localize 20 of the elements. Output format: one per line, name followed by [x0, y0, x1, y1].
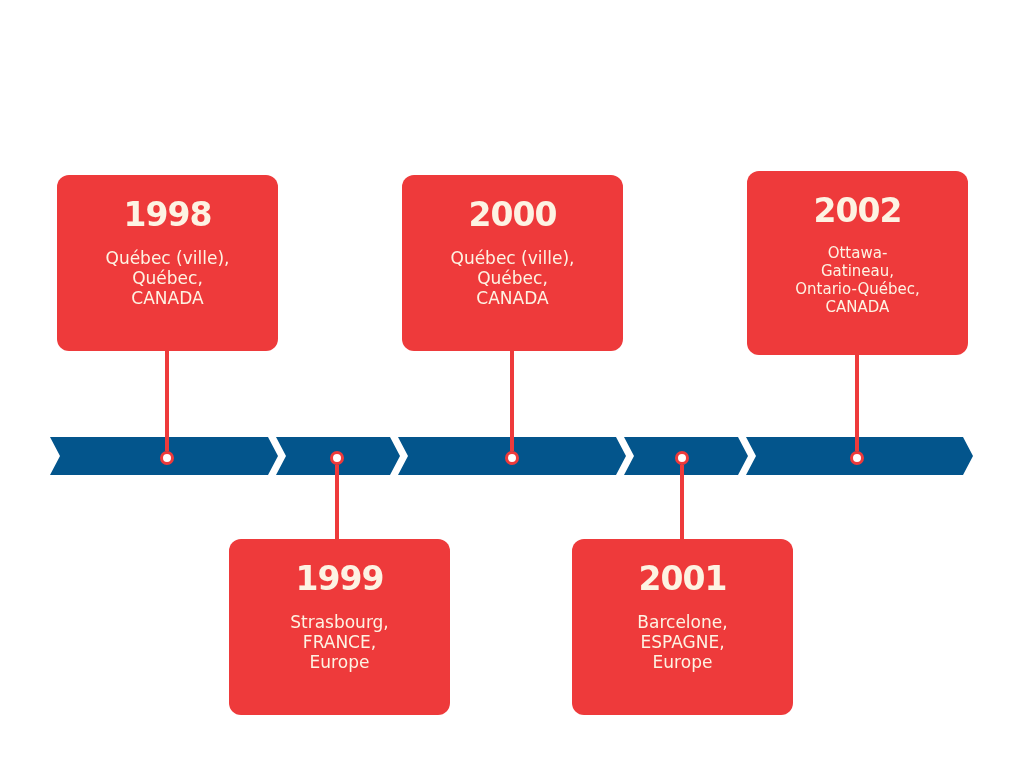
location-text: Ottawa-Gatineau, Ontario-Québec, CANADA: [794, 244, 921, 316]
year-label: 2000: [468, 195, 557, 234]
location-text: Québec (ville), Québec, CANADA: [449, 248, 576, 308]
leader-line: [165, 351, 169, 451]
location-text: Strasbourg, FRANCE, Europe: [289, 612, 390, 672]
leader-line: [510, 351, 514, 451]
leader-line: [335, 465, 339, 539]
year-label: 1999: [295, 559, 384, 598]
year-label: 2001: [638, 559, 727, 598]
event-card: [747, 171, 968, 355]
event-card: [229, 539, 450, 715]
leader-line: [855, 355, 859, 451]
year-label: 2002: [813, 191, 902, 230]
event-card: [402, 175, 623, 351]
event-card: [57, 175, 278, 351]
location-text: Barcelone, ESPAGNE, Europe: [636, 612, 729, 672]
year-label: 1998: [123, 195, 212, 234]
event-card: [572, 539, 793, 715]
leader-line: [680, 465, 684, 539]
location-text: Québec (ville), Québec, CANADA: [104, 248, 231, 308]
